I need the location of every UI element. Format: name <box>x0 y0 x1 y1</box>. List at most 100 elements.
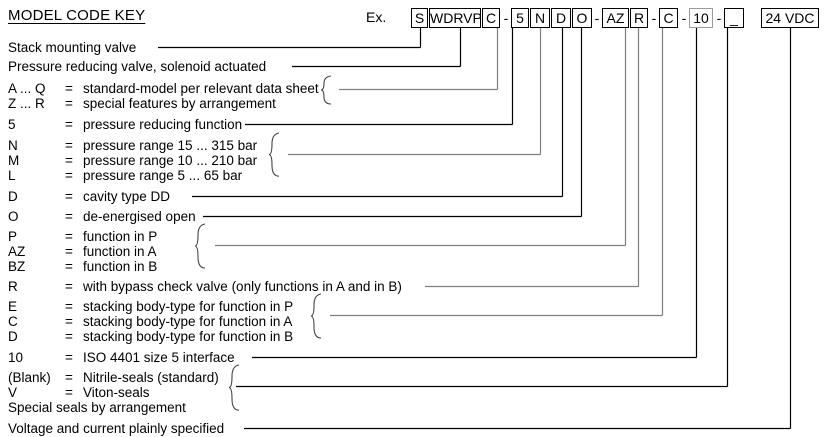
brace-function-location <box>194 223 206 269</box>
legend-stacking-body-p-value: stacking body-type for function in P <box>83 299 294 314</box>
wire-stacking-body <box>330 28 664 317</box>
legend-nitrile-seals-value: Nitrile-seals (standard) <box>83 370 219 385</box>
legend-stacking-body-p-key: E <box>8 299 18 314</box>
legend-pressure-reducing-fn-equals: = <box>65 117 73 132</box>
wire-function-location <box>215 28 627 247</box>
code-segment-de-energised-code: O <box>572 8 592 28</box>
legend-function-p-value: function in P <box>83 229 158 244</box>
code-segment-separator-5: - <box>716 10 722 26</box>
brace-seals <box>228 364 240 411</box>
legend-nitrile-seals-equals: = <box>65 370 73 385</box>
brace-stacking-body <box>310 293 322 339</box>
wire-iso-interface <box>252 28 698 359</box>
wire-pressure-reducing <box>292 28 462 68</box>
legend-function-p-key: P <box>8 229 18 244</box>
legend-pressure-reducing-valve-text: Pressure reducing valve, solenoid actuat… <box>8 59 267 74</box>
legend-nitrile-seals-key: (Blank) <box>8 370 51 385</box>
legend-viton-seals-key: V <box>8 385 18 400</box>
legend-function-a-value: function in A <box>83 244 157 259</box>
code-segment-cavity-type-code: D <box>551 8 571 28</box>
legend-iso-interface-key: 10 <box>8 350 24 365</box>
legend-pressure-reducing-fn-key: 5 <box>8 117 16 132</box>
page-title: MODEL CODE KEY <box>8 7 146 24</box>
legend-bypass-check-valve-equals: = <box>65 279 73 294</box>
code-segment-voltage-code: 24 VDC <box>761 8 819 28</box>
legend-stacking-body-a-equals: = <box>65 314 73 329</box>
legend-range-m-equals: = <box>65 153 73 168</box>
legend-cavity-type-value: cavity type DD <box>83 189 171 204</box>
legend-voltage-current: Voltage and current plainly specified <box>8 421 224 436</box>
wire-model-variant <box>339 28 499 91</box>
wire-voltage <box>244 28 792 430</box>
legend-function-b-equals: = <box>65 259 73 274</box>
legend-special-features-key: Z ... R <box>8 96 45 111</box>
wire-pressure-range <box>288 28 542 156</box>
wire-cavity-type <box>192 28 564 198</box>
wire-pressure-reducing-fn <box>245 28 514 126</box>
example-label: Ex. <box>366 9 387 25</box>
brace-pressure-range <box>268 132 280 177</box>
code-segment-model-variant: C <box>482 8 500 28</box>
legend-special-features-equals: = <box>65 96 73 111</box>
legend-range-n-value: pressure range 15 ... 315 bar <box>83 138 258 153</box>
legend-function-b-value: function in B <box>83 259 158 274</box>
legend-special-seals: Special seals by arrangement <box>8 400 186 415</box>
code-segment-separator-3: - <box>651 10 657 26</box>
code-segment-stacking-body-code: C <box>659 8 678 28</box>
code-segment-function-code: 5 <box>511 8 529 28</box>
legend-function-b-key: BZ <box>8 259 26 274</box>
code-segment-function-location-code: AZ <box>602 8 629 28</box>
legend-de-energised-open-key: O <box>8 209 19 224</box>
wire-de-energised-open <box>203 28 583 218</box>
legend-stacking-body-a-value: stacking body-type for function in A <box>83 314 293 329</box>
code-segment-seal-code: _ <box>724 8 744 28</box>
legend-standard-model-key: A ... Q <box>8 81 46 96</box>
code-segment-interface-size-code: 10 <box>689 8 713 28</box>
legend-pressure-reducing-valve: Pressure reducing valve, solenoid actuat… <box>8 59 266 74</box>
legend-de-energised-open-equals: = <box>65 209 73 224</box>
legend-viton-seals-equals: = <box>65 385 73 400</box>
legend-cavity-type-equals: = <box>65 189 73 204</box>
legend-cavity-type-key: D <box>8 189 18 204</box>
legend-special-seals-text: Special seals by arrangement <box>8 400 186 415</box>
legend-stacking-body-b-equals: = <box>65 329 73 344</box>
wire-seals <box>236 28 729 388</box>
legend-range-n-equals: = <box>65 138 73 153</box>
legend-function-p-equals: = <box>65 229 73 244</box>
wire-stack-mounting-valve <box>158 28 422 49</box>
code-segment-stack-mounting-valve: S <box>411 8 428 28</box>
legend-standard-model-value: standard-model per relevant data sheet <box>83 81 319 96</box>
legend-special-features-value: special features by arrangement <box>83 96 276 111</box>
wire-bypass-check <box>425 28 640 288</box>
legend-range-n-key: N <box>8 138 18 153</box>
legend-range-m-value: pressure range 10 ... 210 bar <box>83 153 258 168</box>
legend-function-a-key: AZ <box>8 244 26 259</box>
legend-stacking-body-p-equals: = <box>65 299 73 314</box>
legend-pressure-reducing-fn-value: pressure reducing function <box>83 117 243 132</box>
legend-de-energised-open-value: de-energised open <box>83 209 196 224</box>
legend-range-l-value: pressure range 5 ... 65 bar <box>83 168 243 183</box>
brace-model-variant <box>320 75 332 105</box>
code-segment-bypass-check-code: R <box>630 8 648 28</box>
code-segment-separator-1: - <box>503 10 509 26</box>
legend-stacking-body-b-key: D <box>8 329 18 344</box>
legend-stacking-body-a-key: C <box>8 314 18 329</box>
code-segment-separator-2: - <box>594 10 600 26</box>
legend-function-a-equals: = <box>65 244 73 259</box>
legend-viton-seals-value: Viton-seals <box>83 385 150 400</box>
legend-iso-interface-equals: = <box>65 350 73 365</box>
legend-range-l-equals: = <box>65 168 73 183</box>
legend-stack-mounting-valve-text: Stack mounting valve <box>8 40 137 55</box>
legend-iso-interface-value: ISO 4401 size 5 interface <box>83 350 235 365</box>
code-segment-pressure-range-code: N <box>530 8 550 28</box>
legend-standard-model-equals: = <box>65 81 73 96</box>
legend-bypass-check-valve-key: R <box>8 279 18 294</box>
legend-range-l-key: L <box>8 168 16 183</box>
legend-stacking-body-b-value: stacking body-type for function in B <box>83 329 294 344</box>
legend-bypass-check-valve-value: with bypass check valve (only functions … <box>83 279 402 294</box>
code-segment-separator-4: - <box>681 10 687 26</box>
legend-stack-mounting-valve: Stack mounting valve <box>8 40 136 55</box>
legend-range-m-key: M <box>8 153 20 168</box>
